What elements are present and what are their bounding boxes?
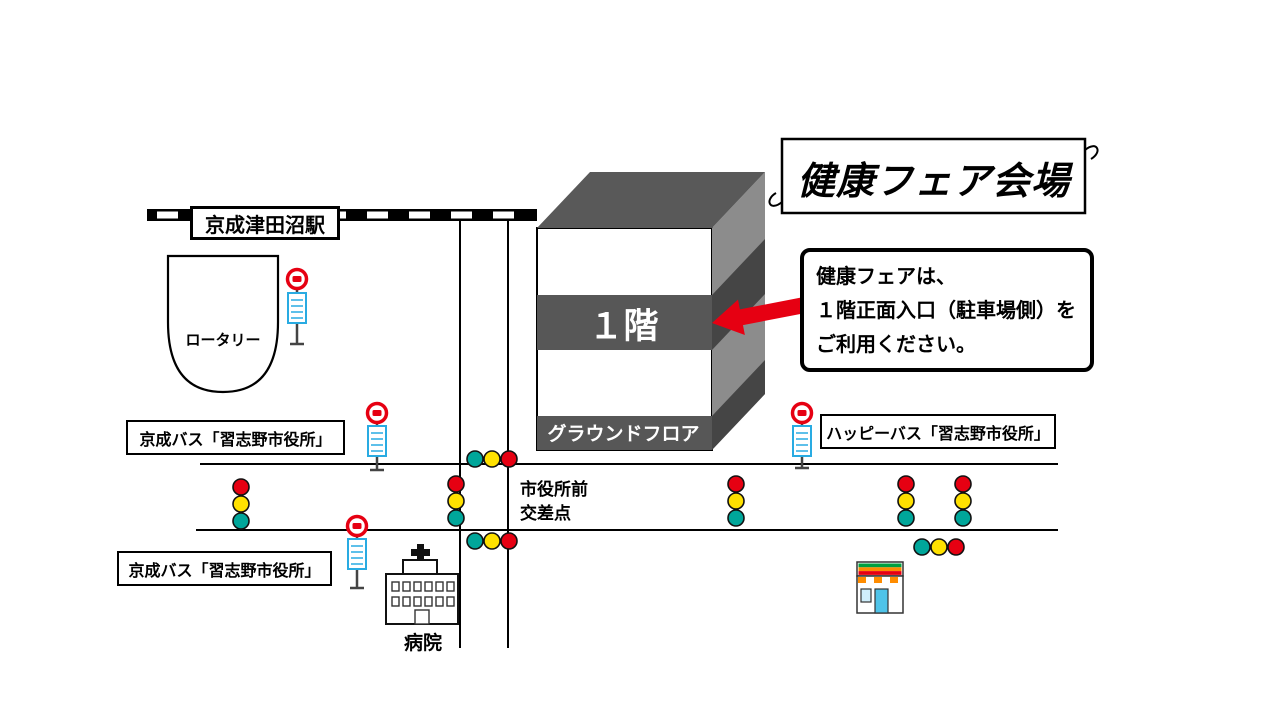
entrance-arrow-icon	[712, 295, 815, 335]
banner-curl-left	[768, 192, 783, 207]
traffic-light-icon	[232, 478, 250, 530]
bus-stop-label-text: 京成バス「習志野市役所」	[139, 431, 332, 449]
hospital-label: 病院	[403, 633, 442, 654]
rotary-shape	[166, 254, 280, 394]
ground-band-side	[712, 360, 765, 450]
building-floor-label: １階	[588, 306, 659, 346]
road-lines	[196, 219, 1058, 648]
bus-stop-label-keisei-lower: 京成バス「習志野市役所」	[117, 551, 332, 586]
ground-band	[537, 416, 712, 450]
banner-curl-right	[1084, 145, 1099, 160]
traffic-light-icon	[727, 475, 745, 527]
bus-stop-icon	[365, 401, 389, 472]
intersection-label-line2: 交差点	[520, 504, 571, 523]
traffic-light-icon	[954, 475, 972, 527]
bus-stop-label-happy-bus: ハッピーバス「習志野市役所」	[820, 414, 1056, 449]
bus-stop-label-text: 京成バス「習志野市役所」	[128, 562, 321, 580]
venue-building	[536, 172, 765, 451]
hospital-icon	[385, 544, 459, 625]
traffic-light-icon	[913, 538, 965, 556]
bus-stop-icon	[790, 401, 814, 470]
bus-stop-label-text: ハッピーバス「習志野市役所」	[826, 425, 1050, 443]
banner-scroll	[768, 137, 1099, 215]
traffic-light-icon	[447, 475, 465, 527]
traffic-light-icon	[466, 450, 518, 468]
info-box: 健康フェアは、 １階正面入口（駐車場側）を ご利用ください。	[800, 248, 1094, 372]
floor-band	[537, 295, 712, 350]
building-top-face	[537, 172, 765, 228]
bus-stop-label-keisei-upper: 京成バス「習志野市役所」	[126, 420, 345, 455]
info-box-line3: ご利用ください。	[816, 334, 976, 356]
info-box-line1: 健康フェアは、	[816, 266, 956, 288]
traffic-light-icon	[897, 475, 915, 527]
building-ground-floor-label: グラウンドフロア	[547, 423, 700, 445]
bus-stop-icon	[285, 267, 309, 346]
convenience-store-icon	[856, 561, 904, 614]
banner-title: 健康フェア会場	[796, 160, 1070, 203]
traffic-light-icon	[466, 532, 518, 550]
intersection-label: 市役所前 交差点	[520, 478, 630, 526]
rotary-label: ロータリー	[185, 332, 261, 349]
station-label-box: 京成津田沼駅	[190, 206, 340, 240]
station-label: 京成津田沼駅	[205, 214, 325, 237]
bus-stop-icon	[345, 514, 369, 590]
info-box-line2: １階正面入口（駐車場側）を	[816, 300, 1076, 322]
intersection-label-line1: 市役所前	[520, 480, 588, 499]
